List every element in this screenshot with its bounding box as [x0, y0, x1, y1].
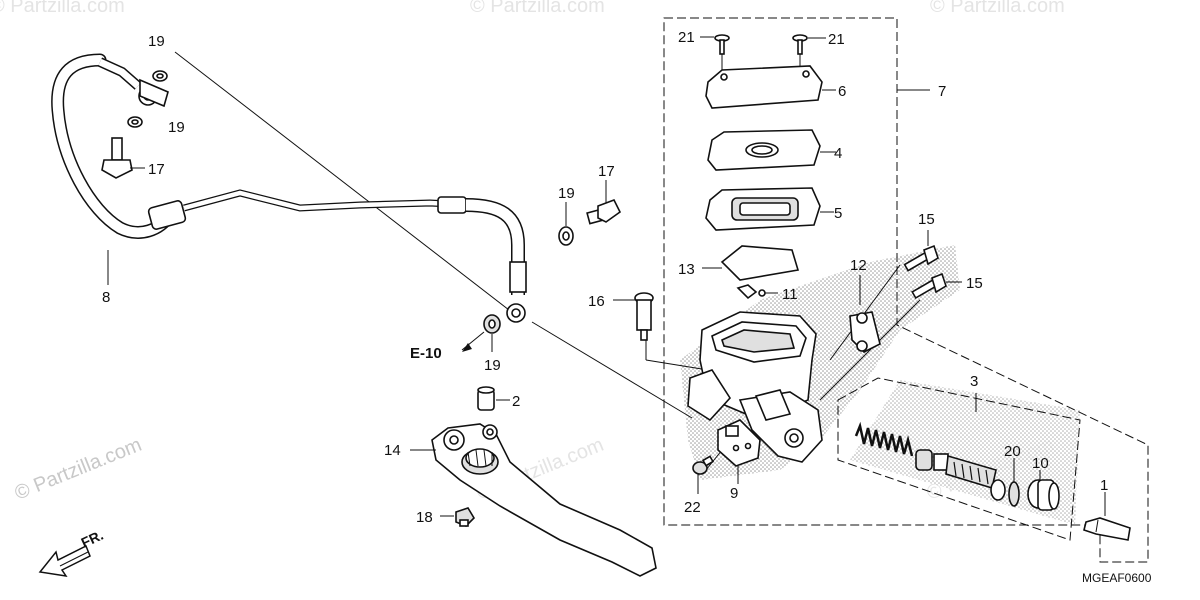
callout-13: 13 [678, 261, 695, 278]
front-direction-label: FR. [79, 527, 106, 551]
callout-6: 6 [838, 83, 846, 100]
cap-2 [477, 386, 495, 411]
clutch-lever-14 [431, 423, 657, 577]
arrow-e10-head [462, 343, 472, 352]
group-box-3 [837, 377, 1081, 541]
callout-1: 1 [1100, 477, 1108, 494]
clip-11 [736, 284, 766, 300]
shading-piston-set [850, 380, 1080, 525]
watermark-top-center: © Partzilla.com [470, 0, 605, 17]
watermark-partzilla: © Partzilla.com [12, 434, 145, 505]
callout-5: 5 [834, 205, 842, 222]
front-direction-arrow [38, 544, 91, 578]
drawing-code: MGEAF0600 [1082, 571, 1152, 585]
callout-10: 10 [1032, 455, 1049, 472]
callout-11: 11 [782, 286, 798, 303]
callout-19-a: 19 [148, 33, 165, 50]
callout-14: 14 [384, 442, 401, 459]
clutch-hose [51, 53, 527, 323]
line-bolt-to-cylinder [531, 321, 693, 419]
callout-9: 9 [730, 485, 738, 502]
bolt-17-right [586, 198, 622, 225]
nut-18 [455, 507, 476, 527]
callout-18: 18 [416, 509, 433, 526]
callout-15-a: 15 [918, 211, 935, 228]
cup-20-ring [990, 479, 1006, 501]
screw-21-left [714, 34, 730, 55]
callout-16: 16 [588, 293, 605, 310]
callout-20: 20 [1004, 443, 1021, 460]
bolt-17-left [101, 137, 133, 179]
watermark-top-left: © Partzilla.com [0, 0, 125, 17]
screw-21-right [792, 34, 808, 55]
callout-21-a: 21 [678, 29, 695, 46]
callout-4: 4 [834, 145, 842, 162]
pivot-bolt-16 [634, 292, 654, 341]
line-bolt15b [819, 299, 921, 401]
reference-e10-label: E-10 [410, 345, 442, 362]
screw-22 [692, 455, 715, 475]
reservoir-cap-6 [705, 65, 823, 109]
clutch-switch-9 [717, 419, 761, 467]
callout-3: 3 [970, 373, 978, 390]
callout-21-b: 21 [828, 31, 845, 48]
callout-8: 8 [102, 289, 110, 306]
line-hose-to-cylinder [174, 51, 523, 321]
callout-7: 7 [938, 83, 946, 100]
callout-19-d: 19 [484, 357, 501, 374]
circlip-20 [1008, 481, 1020, 507]
push-rod-1 [1083, 517, 1131, 541]
bolt-15-lower [911, 272, 947, 300]
callout-19-b: 19 [168, 119, 185, 136]
float-plate-13 [720, 245, 800, 281]
callout-2: 2 [512, 393, 520, 410]
master-cylinder-body [687, 311, 823, 463]
callout-17-b: 17 [598, 163, 615, 180]
watermark-top-right: © Partzilla.com [930, 0, 1065, 17]
holder-12 [849, 311, 881, 353]
callout-12: 12 [850, 257, 867, 274]
boot-10 [1027, 479, 1060, 511]
callout-19-c: 19 [558, 185, 575, 202]
callout-15-b: 15 [966, 275, 983, 292]
callout-17-a: 17 [148, 161, 165, 178]
piston-spring [854, 421, 914, 457]
bolt-15-upper [903, 244, 939, 272]
callout-22: 22 [684, 499, 701, 516]
